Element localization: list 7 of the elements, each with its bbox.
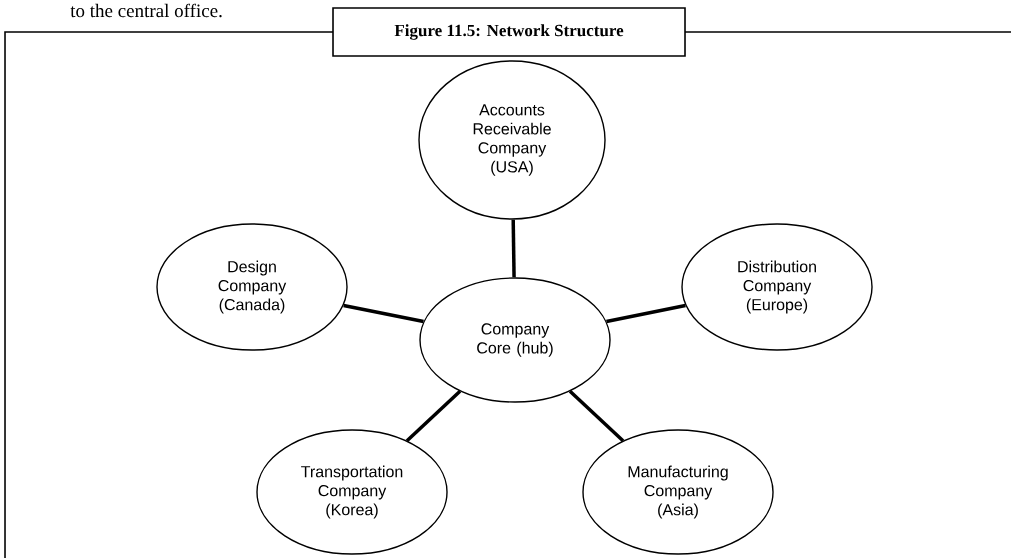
note-text: to the central office. xyxy=(70,3,222,18)
connector-line xyxy=(405,390,462,442)
connector-line xyxy=(606,303,686,324)
figure-title: Figure 11.5: Network Structure xyxy=(332,7,686,57)
connector-line xyxy=(511,219,516,278)
connector-line xyxy=(343,303,424,324)
connector-line xyxy=(568,390,625,442)
